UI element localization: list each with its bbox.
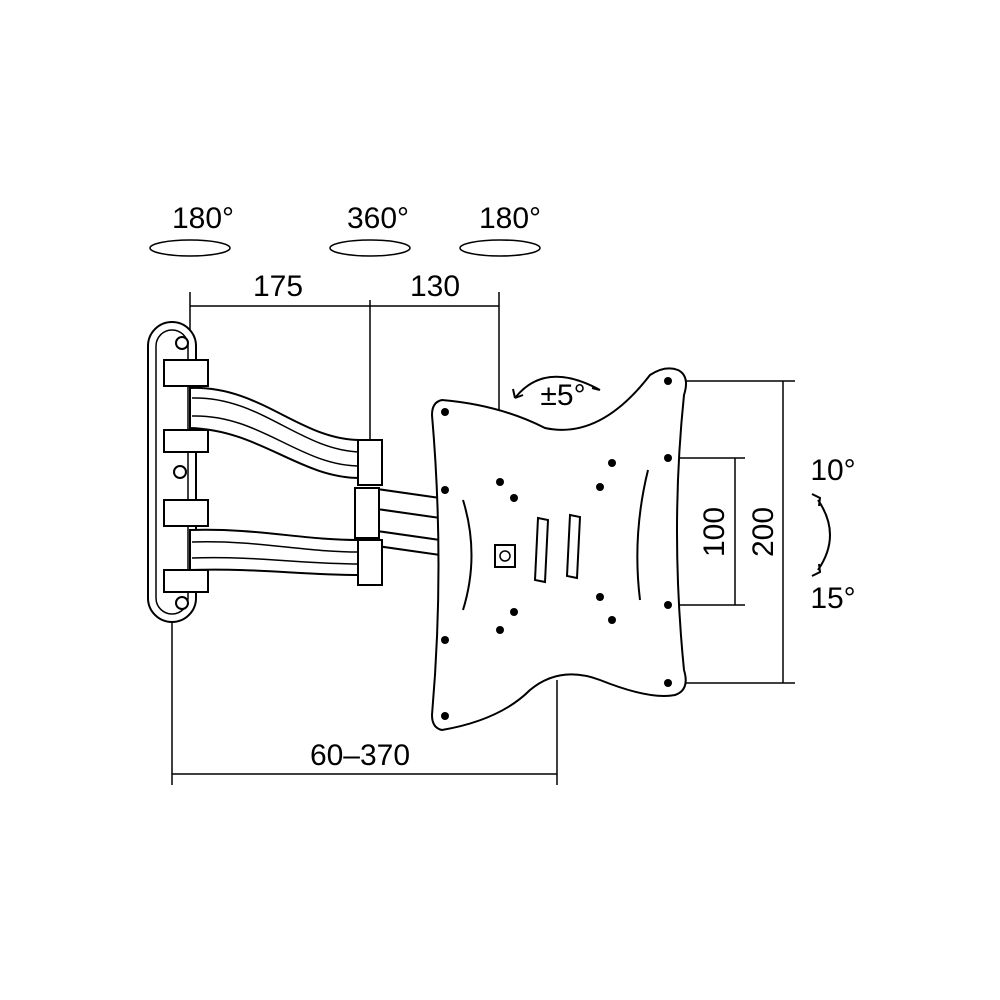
tilt-arrow-icon (811, 493, 831, 577)
swivel-arrow-icon (512, 375, 601, 399)
dimension-vesa-200: 200 (747, 507, 780, 557)
rotation-label-wall: 180° (172, 202, 234, 235)
rotation-label-middle: 360° (347, 202, 409, 235)
wall-plate (147, 321, 197, 623)
tilt-up-label: 10° (810, 454, 855, 487)
swing-arms (163, 359, 441, 593)
tv-mounting-plate (430, 367, 687, 732)
rotation-label-head: 180° (479, 202, 541, 235)
dimension-vesa-100: 100 (698, 507, 731, 557)
swivel-label: ±5° (540, 379, 585, 412)
rotation-arrow-icon (149, 239, 541, 257)
tilt-down-label: 15° (810, 582, 855, 615)
dimension-depth: 60–370 (310, 739, 410, 772)
dimension-arm1: 175 (253, 270, 303, 303)
dimension-arm2: 130 (410, 270, 460, 303)
